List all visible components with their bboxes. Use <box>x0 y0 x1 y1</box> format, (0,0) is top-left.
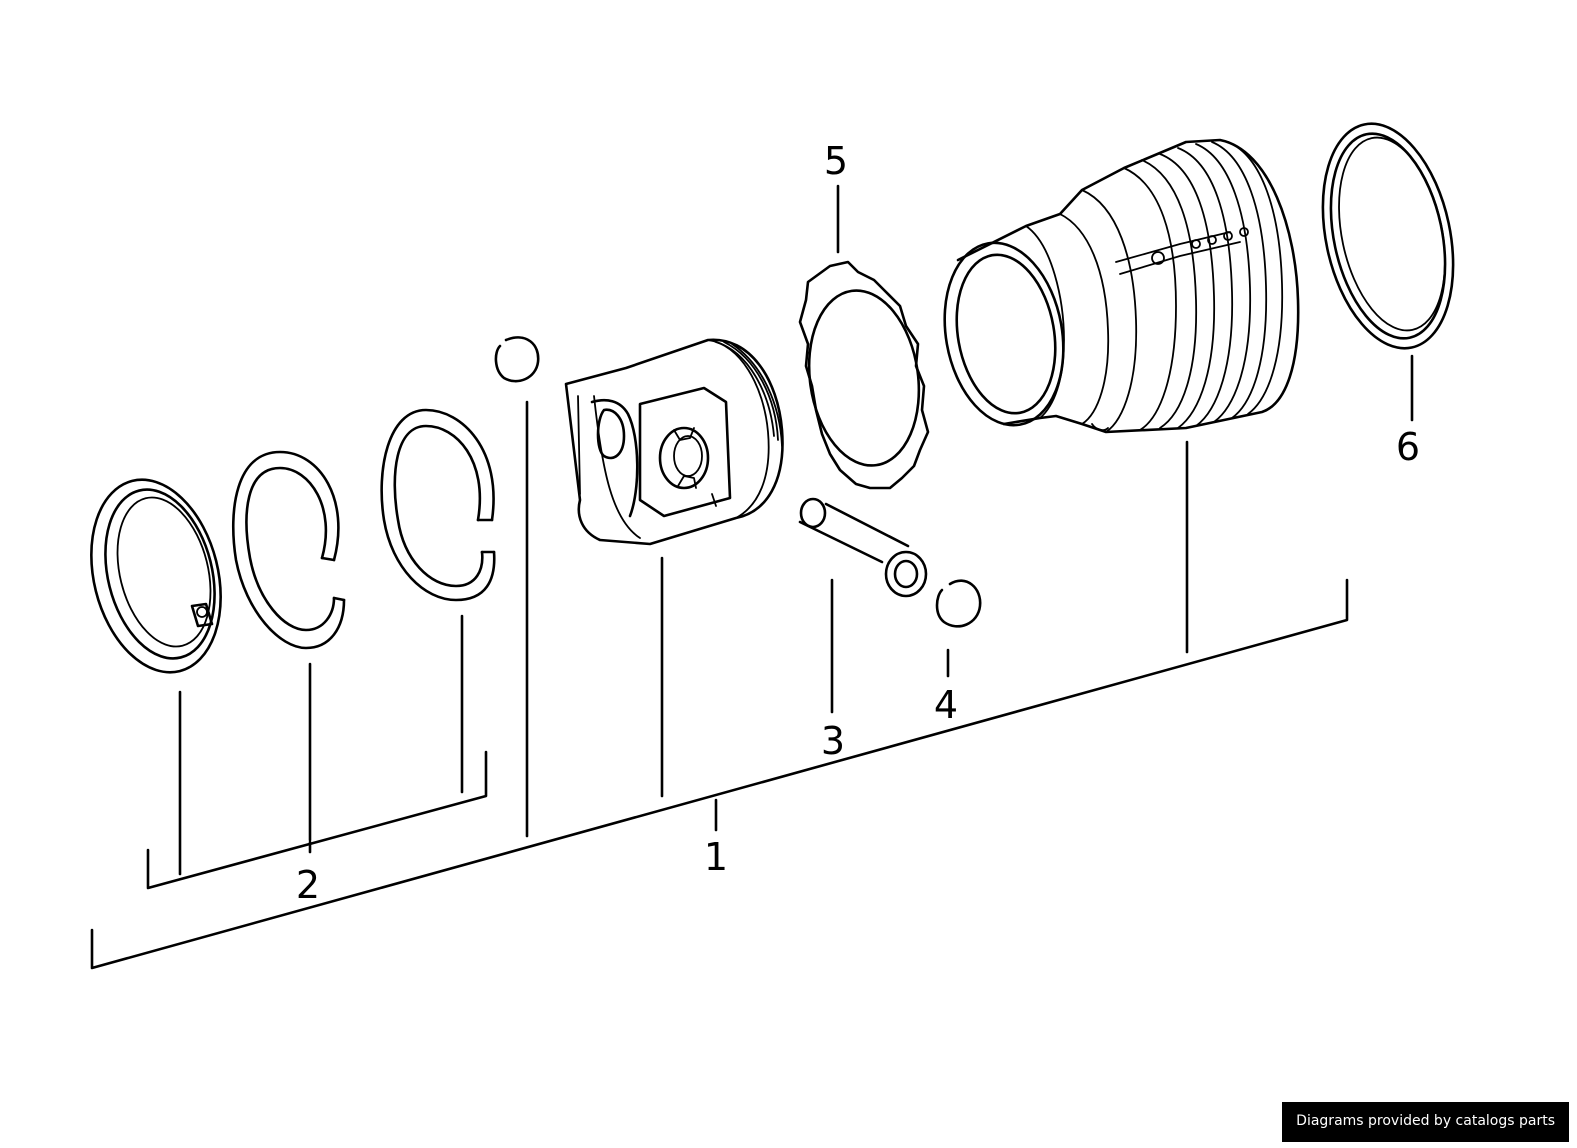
callout-4: 4 <box>934 683 958 727</box>
callout-5: 5 <box>824 139 848 183</box>
main-assembly-bracket <box>90 578 1349 970</box>
ring-set-bracket <box>146 750 488 890</box>
callout-labels: 1 2 3 4 5 6 <box>296 139 1420 907</box>
callout-2: 2 <box>296 863 320 907</box>
cylinder <box>943 138 1300 434</box>
circlip-upper <box>494 336 540 383</box>
compression-ring-3 <box>380 408 496 602</box>
piston <box>564 338 784 546</box>
diagram-credit-badge: Diagrams provided by catalogs parts <box>1282 1102 1569 1142</box>
wrist-pin <box>798 497 928 598</box>
sealing-ring <box>1321 122 1455 350</box>
circlip-lower <box>935 579 982 628</box>
oil-ring <box>90 478 222 674</box>
callout-3: 3 <box>821 719 845 763</box>
leader-lines <box>178 184 1414 876</box>
callout-1: 1 <box>704 835 728 879</box>
callout-6: 6 <box>1396 425 1420 469</box>
compression-ring-2 <box>231 450 346 650</box>
cylinder-gasket <box>798 260 930 490</box>
